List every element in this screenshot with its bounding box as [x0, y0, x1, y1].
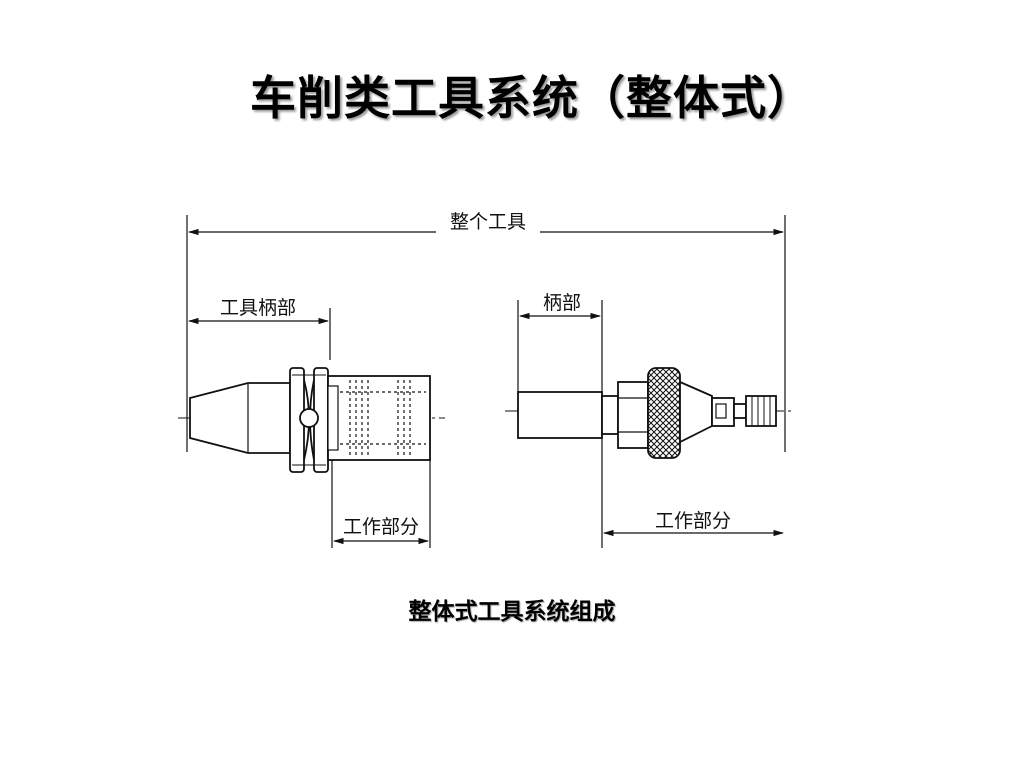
left-tool	[189, 367, 431, 473]
hex-body	[617, 381, 649, 449]
shank-label: 柄部	[543, 292, 581, 314]
small-coupling	[733, 403, 747, 419]
diagram-caption: 整体式工具系统组成	[408, 599, 616, 625]
drive-slot	[299, 408, 319, 428]
taper-nose	[679, 380, 713, 444]
right-tool	[517, 367, 777, 459]
working-part-right-label: 工作部分	[655, 510, 731, 532]
working-part-left-label: 工作部分	[343, 516, 419, 538]
working-cylinder	[327, 375, 431, 461]
tool-shank-label: 工具柄部	[220, 297, 296, 319]
whole-tool-label: 整个工具	[450, 211, 526, 233]
collar	[601, 395, 619, 435]
straight-shank	[517, 391, 603, 439]
cutting-tip	[745, 395, 777, 427]
slide-title: 车削类工具系统（整体式）	[250, 71, 814, 125]
extension-lines	[186, 215, 786, 548]
knurled-nut	[647, 367, 681, 459]
taper-shank	[189, 382, 291, 454]
